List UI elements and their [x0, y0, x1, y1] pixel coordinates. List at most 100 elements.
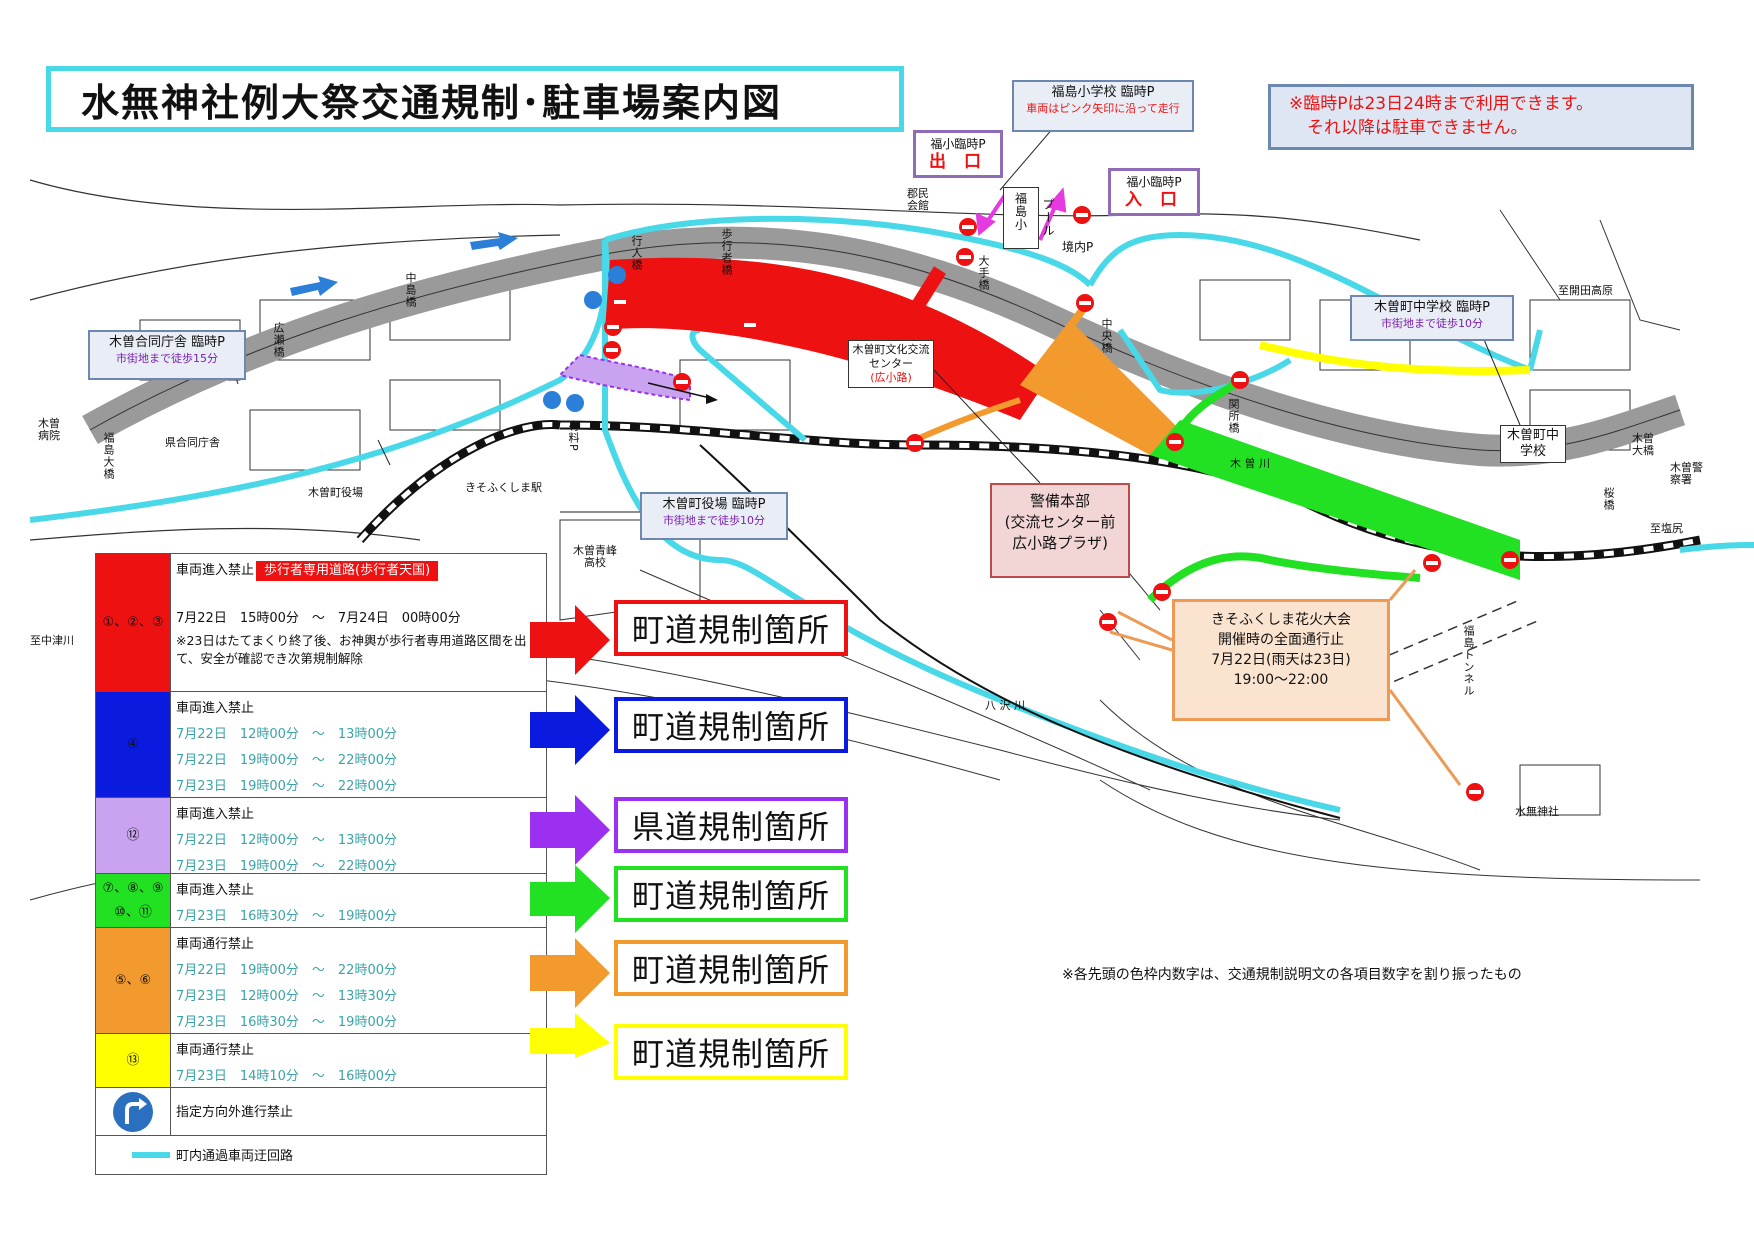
- legend-text: 車両進入禁止 7月22日 12時00分 ～ 13時00分 7月22日 19時00…: [176, 696, 542, 800]
- legend-date-line: 7月23日 16時30分 ～ 19時00分: [176, 1015, 397, 1030]
- legend-row-yellow: ⑬ 車両通行禁止 7月23日 14時10分 ～ 16時00分: [96, 1034, 546, 1088]
- hq-line-2: (交流センター前: [1004, 513, 1116, 531]
- label-kiso-bridge: 木曽大橋: [1632, 432, 1654, 457]
- legend-title: 車両進入禁止: [176, 563, 255, 578]
- exit-label: 出 口: [929, 152, 987, 172]
- legend-row-blue: ④ 車両進入禁止 7月22日 12時00分 ～ 13時00分 7月22日 19時…: [96, 692, 546, 798]
- legend-date-line: 7月23日 16時30分 ～ 19時00分: [176, 909, 397, 924]
- parking-fukushima-school: 福島小学校 臨時P 車両はピンク矢印に沿って走行: [1012, 80, 1194, 132]
- label-fukushima-tunnel: 福島トンネル: [1462, 625, 1475, 697]
- legend-num: ⑫: [96, 798, 171, 873]
- notice-line-1: ※臨時Pは23日24時まで利用できます。: [1289, 94, 1594, 114]
- label-keinai-p: 境内P: [1062, 240, 1094, 254]
- label-bridge-ote: 大手橋: [977, 255, 990, 291]
- pedestrian-badge: 歩行者専用道路(歩行者天国): [256, 561, 439, 581]
- legend-date-line: 7月22日 12時00分 ～ 13時00分: [176, 833, 397, 848]
- fireworks-closure: きそふくしま花火大会 開催時の全面通行止 7月22日(雨天は23日) 19:00…: [1172, 599, 1390, 721]
- arrow-blue: [530, 695, 610, 765]
- label-to-kaida: 至開田高原: [1558, 284, 1613, 297]
- fireworks-line-2: 開催時の全面通行止: [1218, 632, 1344, 648]
- entrance-label: 入 口: [1125, 190, 1183, 210]
- label-ikei-kaikan: 郡民会館: [907, 187, 929, 212]
- legend-date-line: 7月22日 12時00分 ～ 13時00分: [176, 727, 397, 742]
- parking-name: 福島小学校 臨時P: [1051, 85, 1155, 100]
- parking-kiso-junior-high: 木曽町中学校 臨時P 市街地まで徒歩10分: [1350, 295, 1514, 341]
- page-title: 水無神社例大祭交通規制･駐車場案内図: [81, 80, 783, 125]
- arrow-green: [530, 865, 610, 933]
- school-parking-exit: 福小臨時P 出 口: [913, 130, 1003, 178]
- legend-date-line: 7月22日 15時00分 ～ 7月24日 00時00分: [176, 611, 461, 626]
- security-hq: 警備本部 (交流センター前 広小路プラザ): [990, 483, 1130, 578]
- legend-title: 車両進入禁止: [176, 807, 255, 822]
- cultural-center: 木曽町文化交流センター (広小路): [848, 340, 934, 388]
- legend-text: 車両進入禁止 7月23日 16時30分 ～ 19時00分: [176, 878, 542, 930]
- label-paid-parking: 有料P: [567, 420, 580, 452]
- label-to-shiojiri: 至塩尻: [1650, 522, 1683, 535]
- label-station: きそふくしま駅: [465, 481, 542, 494]
- parking-note: 市街地まで徒歩10分: [1381, 317, 1483, 330]
- arrow-yellow: [530, 1013, 610, 1058]
- label-bridge-nakajima: 中島橋: [404, 272, 417, 308]
- label-bridge-chuo: 中央橋: [1100, 318, 1113, 354]
- fireworks-line-4: 19:00〜22:00: [1233, 672, 1329, 688]
- legend-num: ⑤、⑥: [96, 928, 171, 1033]
- label-to-nakatsugawa: 至中津川: [30, 634, 74, 647]
- label-pool: プール: [1041, 198, 1055, 237]
- parking-kiso-goudou: 木曽合同庁舎 臨時P 市街地まで徒歩15分: [88, 330, 246, 380]
- label-bridge-sekisho: 関所橋: [1227, 398, 1240, 434]
- detour-label: 町内通過車両迂回路: [176, 1149, 294, 1164]
- turn-right-only-icon: [113, 1091, 153, 1132]
- label-kiso-hospital: 木曽病院: [38, 417, 60, 442]
- legend-date-line: 7月22日 19時00分 ～ 22時00分: [176, 753, 397, 768]
- regulation-box-red: 町道規制箇所: [614, 600, 848, 656]
- fireworks-line-3: 7月22日(雨天は23日): [1211, 652, 1351, 668]
- parking-note: 市街地まで徒歩15分: [116, 352, 218, 365]
- arrow-red: [530, 605, 610, 675]
- label-kiso-jhs: 木曽町中学校: [1500, 425, 1566, 463]
- label-yasawa-river: 八 沢 川: [985, 699, 1025, 712]
- legend-text: 車両進入禁止歩行者専用道路(歩行者天国) 7月22日 15時00分 ～ 7月24…: [176, 558, 542, 668]
- parking-name: 木曽町中学校 臨時P: [1374, 300, 1490, 315]
- legend-date-line: 7月23日 19時00分 ～ 22時00分: [176, 779, 397, 794]
- hq-line-1: 警備本部: [1029, 492, 1090, 510]
- label-hirokoji: (広小路): [870, 371, 912, 384]
- legend-symbol: [96, 1088, 171, 1135]
- entrance-parking-name: 福小臨時P: [1126, 175, 1182, 189]
- legend-text: 車両通行禁止 7月22日 19時00分 ～ 22時00分 7月23日 12時00…: [176, 932, 542, 1036]
- parking-note: 車両はピンク矢印に沿って走行: [1026, 102, 1180, 115]
- footnote: ※各先頭の色枠内数字は、交通規制説明文の各項目数字を割り振ったもの: [1062, 967, 1522, 983]
- label-kiso-police: 木曽警察署: [1670, 461, 1703, 486]
- parking-notice: ※臨時Pは23日24時まで利用できます。 それ以降は駐車できません。: [1268, 84, 1694, 150]
- legend-row-red: ①、②、③ 車両進入禁止歩行者専用道路(歩行者天国) 7月22日 15時00分 …: [96, 554, 546, 692]
- arrow-purple: [530, 795, 610, 865]
- school-parking-entrance: 福小臨時P 入 口: [1108, 168, 1200, 216]
- legend-date-line: 7月23日 12時00分 ～ 13時30分: [176, 989, 397, 1004]
- label-town-office: 木曽町役場: [308, 486, 363, 499]
- label-bridge-fukushima: 福島大橋: [102, 432, 115, 480]
- legend-arrows: [530, 605, 610, 1058]
- legend-symbol: [96, 1136, 170, 1174]
- legend-row-orange: ⑤、⑥ 車両通行禁止 7月22日 19時00分 ～ 22時00分 7月23日 1…: [96, 928, 546, 1034]
- title-box: 水無神社例大祭交通規制･駐車場案内図: [46, 66, 904, 132]
- regulation-box-purple: 県道規制箇所: [614, 797, 848, 853]
- label-bridge-gyonin: 行人橋: [630, 235, 643, 271]
- legend-title: 車両通行禁止: [176, 1043, 255, 1058]
- legend-table: ①、②、③ 車両進入禁止歩行者専用道路(歩行者天国) 7月22日 15時00分 …: [95, 553, 547, 1175]
- label-bridge-hirose: 広瀬橋: [272, 322, 285, 358]
- label-bridge-sakura: 桜橋: [1602, 487, 1615, 511]
- arrow-orange: [530, 938, 610, 1008]
- legend-date-line: 7月23日 14時10分 ～ 16時00分: [176, 1069, 397, 1084]
- legend-row-direction: 指定方向外進行禁止: [96, 1088, 546, 1136]
- legend-num: ④: [96, 692, 171, 797]
- label-fukushima-sho: 福島小: [1013, 192, 1028, 231]
- legend-title: 車両通行禁止: [176, 937, 255, 952]
- notice-line-2: それ以降は駐車できません。: [1307, 118, 1528, 138]
- parking-note: 市街地まで徒歩10分: [663, 514, 765, 527]
- detour-line-swatch: [132, 1152, 170, 1158]
- direction-rule-label: 指定方向外進行禁止: [176, 1105, 294, 1120]
- legend-row-purple: ⑫ 車両進入禁止 7月22日 12時00分 ～ 13時00分 7月23日 19時…: [96, 798, 546, 874]
- legend-date-line: 7月22日 19時00分 ～ 22時00分: [176, 963, 397, 978]
- label-cultural-center: 木曽町文化交流センター: [852, 343, 930, 370]
- label-minashi-shrine: 水無神社: [1515, 805, 1559, 818]
